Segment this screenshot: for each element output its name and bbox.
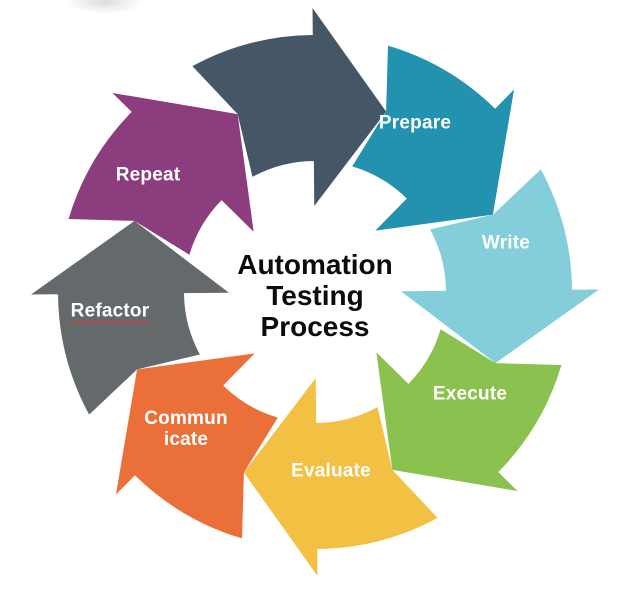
segment-label-text: Execute [432,383,508,405]
corner-smudge-artifact [66,0,144,14]
segment-label-execute: Execute [433,384,507,405]
segment-label-text: icate [163,429,209,450]
segment-label-text: Write [481,232,531,254]
segment-refactor [31,220,230,415]
segment-write [401,169,599,364]
segment-label-evaluate: Evaluate [291,461,371,482]
segment-label-text: Commun [144,408,228,429]
title-line-3: Process [260,311,370,342]
segment-label-repeat: Repeat [116,165,181,186]
segment-repeat [68,92,254,255]
segment-label-refactor: Refactor [71,301,150,322]
segment-label-write: Write [482,233,530,254]
segment-evaluate [243,378,438,576]
segment-label-text: Repeat [115,164,181,186]
title-line-2: Testing [266,280,364,311]
title-line-1: Automation [237,249,393,280]
segment-label-text: Prepare [378,112,452,134]
segment-communicate [115,353,278,539]
segment-start [192,8,387,207]
diagram-center-title: Automation Testing Process [237,249,393,342]
segment-prepare [352,45,515,231]
segment-label-prepare: Prepare [379,113,451,134]
segment-label-text: Evaluate [291,460,371,482]
segment-label-text: Refactor [70,300,150,322]
segment-execute [376,329,562,492]
